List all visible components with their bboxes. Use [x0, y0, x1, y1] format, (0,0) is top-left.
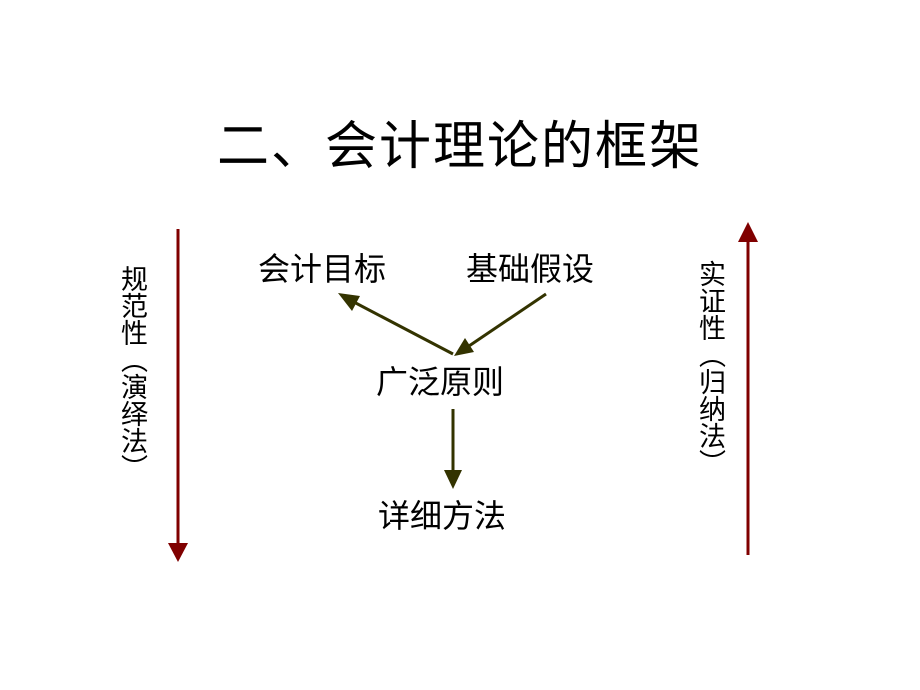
- positive-inductive-label: 实证性（归纳法）: [694, 260, 725, 476]
- normative-deductive-label: 规范性（演绎法）: [116, 265, 147, 481]
- node-broad-principle: 广泛原则: [376, 363, 505, 401]
- arrow-principle-to-goal: [338, 293, 454, 356]
- inductive-direction-arrow: [738, 222, 758, 555]
- page-title: 二、会计理论的框架: [216, 117, 703, 177]
- node-detailed-method: 详细方法: [378, 497, 507, 535]
- node-basic-assumption: 基础假设: [466, 250, 595, 288]
- arrow-assumption-to-principle: [454, 292, 547, 356]
- arrow-principle-to-method: [444, 409, 462, 489]
- node-accounting-objective: 会计目标: [258, 250, 387, 288]
- deductive-direction-arrow: [168, 229, 188, 562]
